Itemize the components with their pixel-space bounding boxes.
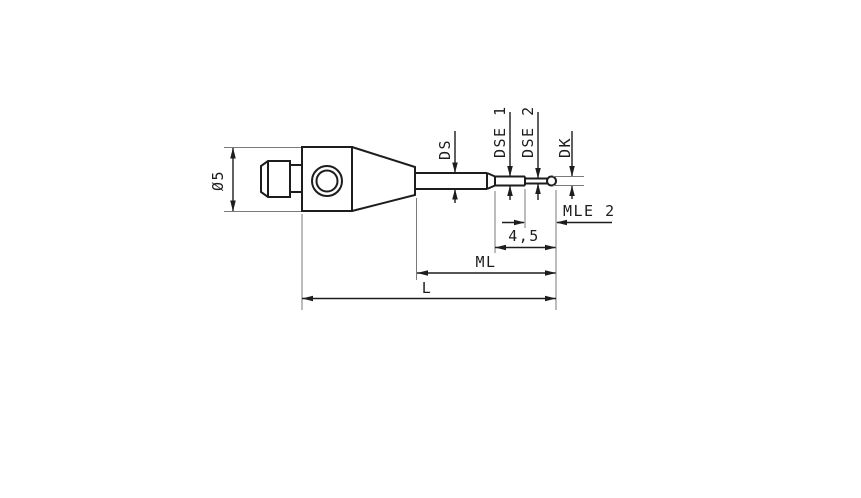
dim-overall-diameter: Ø5 [209,147,301,212]
thread-shank-outline [260,160,291,198]
label-overall-length: L [422,279,433,297]
dim-ball-diameter: DK [553,131,584,199]
dim-tip-length: 4,5 [494,191,556,253]
label-overall-diameter: Ø5 [209,170,227,191]
dim-overall-arrow-up [230,147,236,159]
dim-dse2-arrow-up [535,183,541,194]
label-stem-diameter: DS [436,139,454,160]
dim-45-arrow-left [495,244,506,251]
label-ball-diameter: DK [556,137,574,158]
label-extension1-diameter: DSE 1 [491,105,509,158]
dim-overall-length: L [301,190,557,310]
body-outline [301,146,353,212]
dim-ml-arrow-right [545,270,556,276]
dim-mle2-arrow-right [514,219,525,226]
stem-outline [415,172,488,190]
extension2-outline [525,177,548,185]
dim-ml-arrow-left [417,270,428,276]
dim-measuring-length: ML [416,198,556,280]
extension1-outline [495,175,526,187]
dim-dse2-arrow-down [535,168,541,179]
label-tip-length: 4,5 [508,227,540,245]
dim-45-arrow-right [545,244,556,251]
cone-outline [351,146,416,212]
ball-tip-circle [546,175,557,187]
dim-ds-arrow-down [452,162,458,173]
dim-extension2-length: MLE 2 [502,189,616,228]
dim-dk-arrow-down [569,166,575,177]
label-extension2-length: MLE 2 [563,202,616,220]
dim-dse1-arrow-down [507,166,513,177]
dim-dse1-arrow-up [507,185,513,196]
stem-chamfer-outline [486,172,496,190]
stylus-outline [260,146,557,212]
dim-stem-diameter: DS [436,131,458,203]
dim-dk-arrow-up [569,185,575,196]
dim-extension1-diameter: DSE 1 [491,105,513,200]
dim-extension2-diameter: DSE 2 [519,105,541,200]
label-extension2-diameter: DSE 2 [519,105,537,158]
dim-l-arrow-right [545,295,556,302]
label-measuring-length: ML [475,253,496,271]
dim-l-arrow-left [302,295,313,302]
dim-ds-arrow-up [452,189,458,200]
dim-mle2-arrow-left [556,219,567,226]
body-hole-inner-circle [315,169,339,193]
dim-overall-arrow-down [230,200,236,212]
